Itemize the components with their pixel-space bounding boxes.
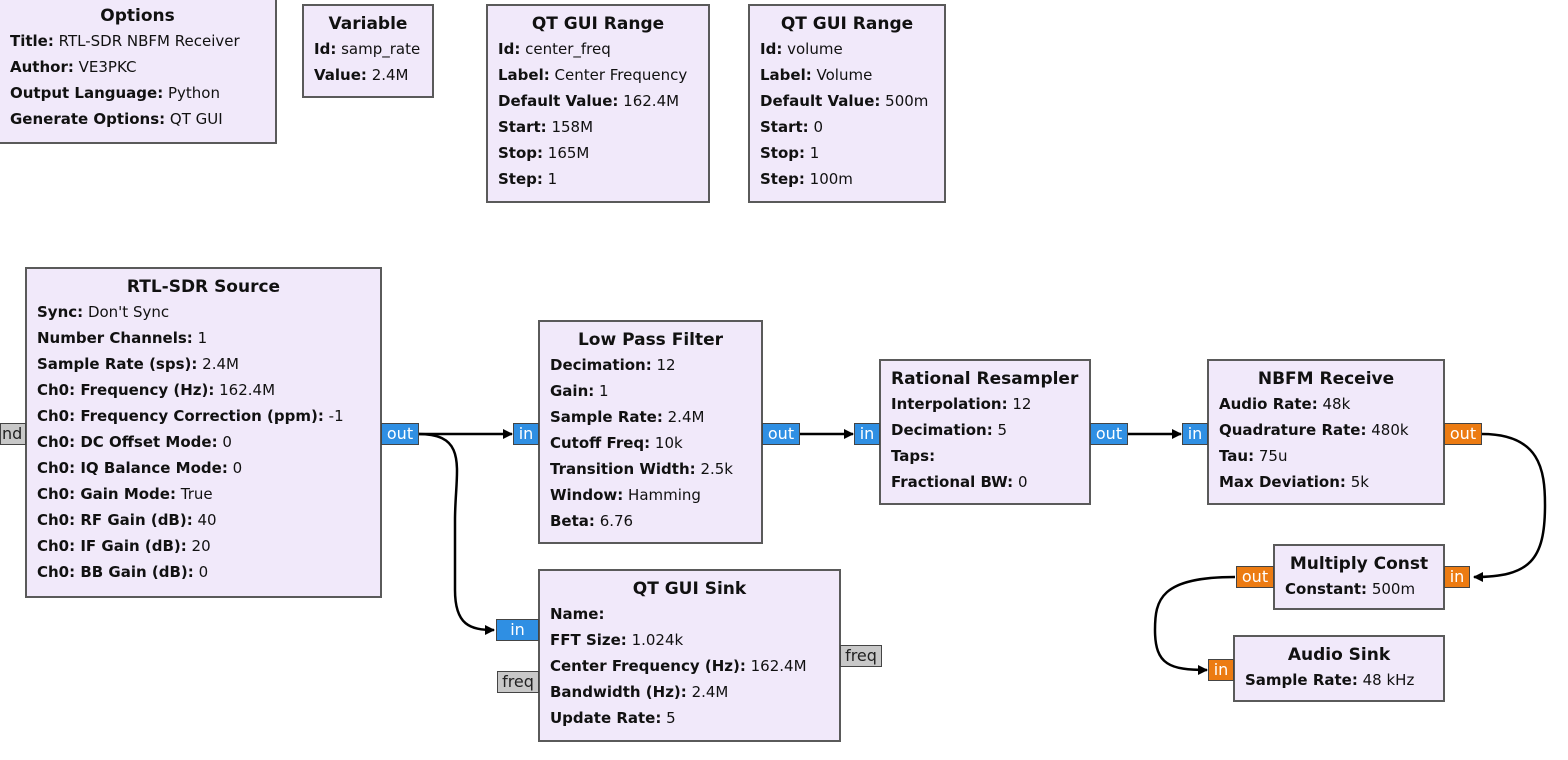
block-title: Multiply Const	[1289, 554, 1429, 574]
param-row: Tau: 75u	[1219, 447, 1288, 465]
param-row: Step: 100m	[760, 170, 853, 188]
variable-block[interactable]: Variable Id: samp_rate Value: 2.4M	[302, 4, 434, 98]
param-row: Ch0: Frequency (Hz): 162.4M	[37, 381, 276, 399]
param-row: Window: Hamming	[550, 486, 701, 504]
param-row: Audio Rate: 48k	[1219, 395, 1351, 413]
param-row: Name:	[550, 605, 605, 623]
param-row: Ch0: RF Gain (dB): 40	[37, 511, 217, 529]
rtl-command-port[interactable]: nd	[0, 423, 26, 445]
options-block[interactable]: Options Title: RTL-SDR NBFM Receiver Aut…	[0, 0, 277, 144]
param-row: Transition Width: 2.5k	[550, 460, 733, 478]
param-row: Sample Rate: 48 kHz	[1245, 671, 1415, 689]
wire-rtl-to-sink	[417, 432, 495, 635]
wire-mult-to-audio	[1153, 575, 1236, 675]
param-row: Update Rate: 5	[550, 709, 676, 727]
rtl-sdr-source-block[interactable]: RTL-SDR Source Sync: Don't Sync Number C…	[25, 267, 382, 598]
param-row: Decimation: 5	[891, 421, 1008, 439]
mult-in-port[interactable]: in	[1444, 566, 1470, 588]
param-row: Start: 158M	[498, 118, 594, 136]
param-row: Ch0: IQ Balance Mode: 0	[37, 459, 243, 477]
param-row: Id: volume	[760, 40, 843, 58]
param-row: Ch0: IF Gain (dB): 20	[37, 537, 211, 555]
param-row: Title: RTL-SDR NBFM Receiver	[10, 32, 240, 50]
block-title: NBFM Receive	[1257, 369, 1395, 389]
param-row: Cutoff Freq: 10k	[550, 434, 683, 452]
block-title: Audio Sink	[1287, 645, 1391, 665]
lpf-out-port[interactable]: out	[762, 423, 800, 445]
param-row: Output Language: Python	[10, 84, 220, 102]
param-row: Decimation: 12	[550, 356, 676, 374]
block-title: Low Pass Filter	[577, 330, 724, 350]
param-row: Ch0: BB Gain (dB): 0	[37, 563, 209, 581]
mult-out-port[interactable]: out	[1236, 566, 1274, 588]
param-row: Beta: 6.76	[550, 512, 634, 530]
param-row: Start: 0	[760, 118, 823, 136]
param-row: Step: 1	[498, 170, 558, 188]
param-row: Sample Rate: 2.4M	[550, 408, 705, 426]
resampler-in-port[interactable]: in	[854, 423, 880, 445]
block-title: Rational Resampler	[891, 369, 1079, 389]
block-title: RTL-SDR Source	[126, 277, 281, 297]
param-row: Number Channels: 1	[37, 329, 208, 347]
wire-nbfm-to-mult	[1473, 432, 1547, 582]
param-row: Center Frequency (Hz): 162.4M	[550, 657, 807, 675]
param-row: Stop: 1	[760, 144, 820, 162]
param-row: Quadrature Rate: 480k	[1219, 421, 1409, 439]
param-row: Id: samp_rate	[314, 40, 421, 58]
param-row: Default Value: 500m	[760, 92, 929, 110]
param-row: Fractional BW: 0	[891, 473, 1028, 491]
param-row: Ch0: DC Offset Mode: 0	[37, 433, 232, 451]
audio-sink-block[interactable]: Audio Sink Sample Rate: 48 kHz	[1233, 635, 1445, 702]
param-row: Ch0: Frequency Correction (ppm): -1	[37, 407, 344, 425]
param-row: Interpolation: 12	[891, 395, 1032, 413]
param-row: Sample Rate (sps): 2.4M	[37, 355, 239, 373]
qt-gui-range-center-freq-block[interactable]: QT GUI Range Id: center_freq Label: Cent…	[486, 4, 710, 203]
param-row: Author: VE3PKC	[10, 58, 137, 76]
low-pass-filter-block[interactable]: Low Pass Filter Decimation: 12 Gain: 1 S…	[538, 320, 763, 544]
param-row: Ch0: Gain Mode: True	[37, 485, 213, 503]
param-row: Taps:	[891, 447, 936, 465]
qt-gui-sink-block[interactable]: QT GUI Sink Name: FFT Size: 1.024k Cente…	[538, 569, 841, 742]
param-row: Id: center_freq	[498, 40, 611, 58]
sink-in-port[interactable]: in	[496, 619, 539, 641]
param-row: FFT Size: 1.024k	[550, 631, 684, 649]
nbfm-out-port[interactable]: out	[1444, 423, 1482, 445]
sink-freq-out-port[interactable]: freq	[840, 645, 882, 667]
param-row: Max Deviation: 5k	[1219, 473, 1369, 491]
param-row: Default Value: 162.4M	[498, 92, 680, 110]
param-row: Gain: 1	[550, 382, 609, 400]
rational-resampler-block[interactable]: Rational Resampler Interpolation: 12 Dec…	[879, 359, 1091, 505]
block-title: Options	[100, 6, 175, 26]
qt-gui-range-volume-block[interactable]: QT GUI Range Id: volume Label: Volume De…	[748, 4, 946, 203]
block-title: QT GUI Range	[780, 14, 914, 34]
resampler-out-port[interactable]: out	[1090, 423, 1128, 445]
param-row: Label: Center Frequency	[498, 66, 688, 84]
rtl-out-port[interactable]: out	[381, 423, 419, 445]
nbfm-in-port[interactable]: in	[1182, 423, 1208, 445]
param-row: Generate Options: QT GUI	[10, 110, 223, 128]
param-row: Stop: 165M	[498, 144, 590, 162]
sink-freq-in-port[interactable]: freq	[497, 671, 539, 693]
block-title: QT GUI Range	[531, 14, 665, 34]
audio-in-port[interactable]: in	[1208, 659, 1234, 681]
lpf-in-port[interactable]: in	[513, 423, 539, 445]
param-row: Bandwidth (Hz): 2.4M	[550, 683, 729, 701]
param-row: Value: 2.4M	[314, 66, 409, 84]
param-row: Sync: Don't Sync	[37, 303, 170, 321]
multiply-const-block[interactable]: Multiply Const Constant: 500m	[1273, 544, 1445, 610]
block-title: Variable	[328, 14, 408, 34]
param-row: Label: Volume	[760, 66, 873, 84]
nbfm-receive-block[interactable]: NBFM Receive Audio Rate: 48k Quadrature …	[1207, 359, 1445, 505]
param-row: Constant: 500m	[1285, 580, 1416, 598]
block-title: QT GUI Sink	[632, 579, 747, 599]
